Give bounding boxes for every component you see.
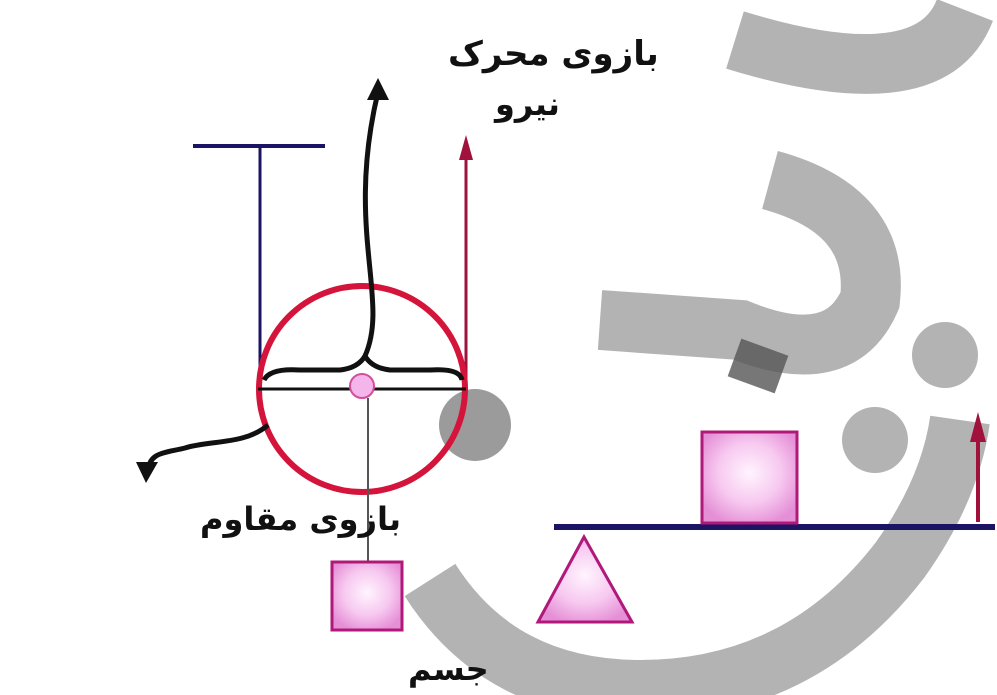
hanging-object (330, 560, 404, 632)
watermark-middle-hook (597, 151, 901, 375)
object-label: جسم (408, 650, 489, 688)
watermark-upper-arc (726, 0, 993, 94)
lever-force-arrow-head (970, 412, 986, 442)
effort-arm-arrow-head (367, 78, 389, 100)
effort-arm-pointer (362, 91, 381, 358)
fulcrum (535, 533, 635, 624)
watermark-dot-right (912, 322, 978, 388)
watermark-logo (404, 0, 993, 695)
pulley-axle (349, 373, 375, 399)
watermark-dot-middle (842, 407, 908, 473)
force-arrow-head (459, 135, 473, 160)
resistance-arm-label: بازوی مقاوم (200, 500, 401, 538)
resistance-arm-pointer (145, 423, 270, 471)
effort-arm-label: بازوی محرک (448, 34, 659, 74)
watermark-dark-band (727, 338, 789, 394)
load-box (700, 430, 799, 525)
watermark-dot-left (439, 389, 511, 461)
force-label: نیرو (493, 85, 560, 123)
resistance-arm-arrow-head (136, 462, 158, 483)
watermark-lower-hook (404, 415, 990, 695)
